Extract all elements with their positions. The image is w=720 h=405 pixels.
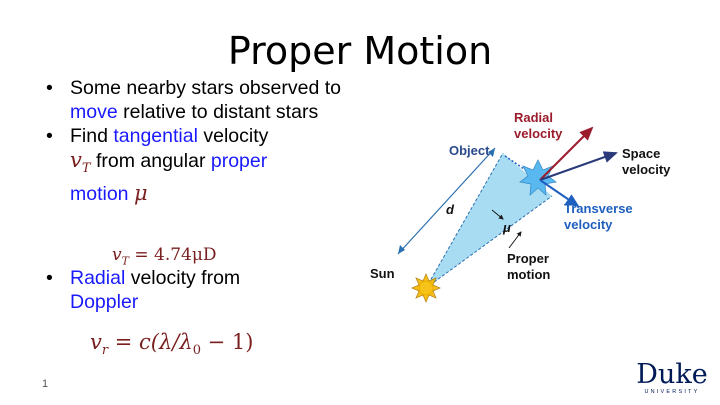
bullet-dot: • [46,125,53,147]
logo-subtext: UNIVERSITY [644,389,700,395]
cone-edge-bottom [425,195,553,289]
slide-title: Proper Motion [227,29,493,73]
bullet-2-continuation: vT from angular proper [46,148,356,181]
bullet-2-highlight: tangential [113,125,198,147]
bullet-1-highlight: move [70,101,118,123]
sun-icon [410,272,442,304]
radial-velocity-arrow [539,126,594,181]
label-transverse-2: velocity [564,217,613,232]
logo-wordmark: Duke [636,359,708,390]
label-d: d [446,202,455,217]
mu-symbol: μ [133,181,148,206]
distance-arrow [397,147,496,255]
label-sun: Sun [370,266,395,281]
proper-motion-arc [504,155,541,181]
transverse-velocity-arrow [539,179,580,208]
bullet-2: • Find tangential velocity [46,124,356,148]
bullet-3-post: velocity from [125,267,241,290]
bullet-2-cont-highlight: proper [210,150,268,172]
bullet-2-pre: Find [70,125,114,147]
bullet-1-post: relative to distant stars [117,101,319,123]
label-radial-1: Radial [514,110,553,125]
label-radial-2: velocity [514,126,563,141]
doppler-text: Doppler [70,291,139,314]
bullet-2-cont-pre: from angular [90,150,211,172]
page-number: 1 [42,378,49,390]
bullet-1: • Some nearby stars observed to move rel… [46,76,356,124]
bullet-3-highlight: Radial [70,267,126,290]
label-mu: μ [502,220,511,235]
proper-pointer-arrow [508,231,522,249]
equation-vr: vr = c(λ/λ0 − 1) [90,330,254,359]
label-space-1: Space [622,146,660,161]
label-proper-2: motion [507,267,550,282]
bullet-3: • Radial velocity from [46,266,356,290]
duke-logo: Duke UNIVERSITY [636,361,708,396]
equation-vt: vT = 4.74μD [112,245,217,268]
bullet-list: • Some nearby stars observed to move rel… [46,76,356,314]
bullet-2-continuation-2: motion μ [46,181,356,206]
label-transverse-1: Transverse [564,201,633,216]
bullet-2-post: velocity [197,125,269,147]
bullet-2-motion: motion [70,183,129,206]
mu-pointer-arrow [491,209,504,220]
vt-symbol: vT [70,148,91,177]
bullet-dot: • [46,77,53,99]
bullet-dot: • [46,267,53,290]
cone-edge-top [425,152,504,289]
proper-motion-cone [426,153,552,288]
bullet-1-pre: Some nearby stars observed to [70,77,341,99]
label-proper-1: Proper [507,251,549,266]
space-velocity-arrow [539,151,618,181]
label-space-2: velocity [622,162,671,177]
label-object: Object [449,143,490,158]
bullet-3-continuation: Doppler [46,290,356,314]
